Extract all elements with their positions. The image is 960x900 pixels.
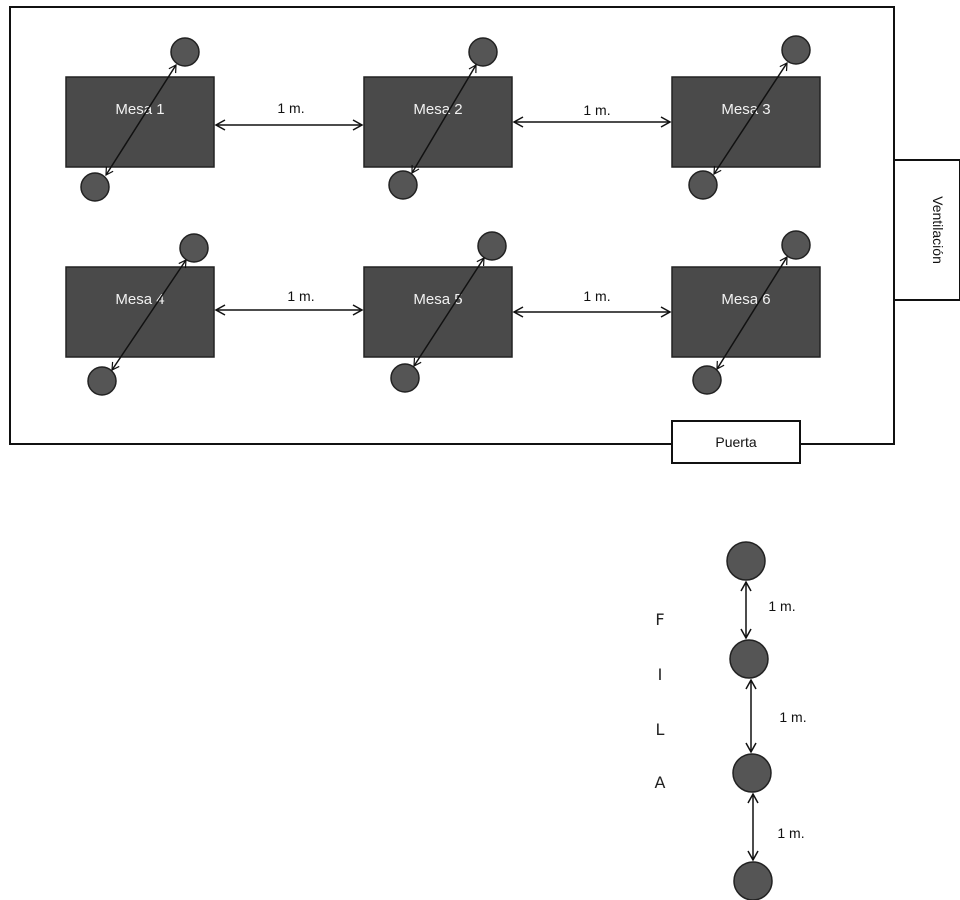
queue-distance-label: 1 m. (768, 598, 795, 614)
queue-letter: I (657, 665, 663, 684)
queue-distance-label: 1 m. (779, 709, 806, 725)
queue-letter: F (655, 610, 665, 629)
queue-distance-label: 1 m. (777, 825, 804, 841)
diagonal-distance-arrow (713, 61, 788, 176)
diagonal-distance-arrow (413, 256, 485, 368)
ventilation-label: Ventilación (930, 196, 946, 264)
table-label: Mesa 6 (721, 291, 770, 308)
diagonal-distance-arrow (105, 63, 177, 177)
person-circle (781, 230, 811, 260)
person-circle (688, 170, 718, 200)
table-distance-label: 1 m. (583, 102, 610, 118)
person-circle (692, 365, 722, 395)
table-label: Mesa 4 (115, 291, 164, 308)
person-circle (170, 37, 200, 67)
queue-person-circle (733, 861, 773, 900)
person-circle (179, 233, 209, 263)
person-circle (781, 35, 811, 65)
door-label: Puerta (715, 434, 756, 450)
table-label: Mesa 3 (721, 101, 770, 118)
person-circle (477, 231, 507, 261)
queue-person-circle (732, 753, 772, 793)
ventilation-box: Ventilación (893, 159, 960, 301)
queue-letter: L (655, 720, 665, 739)
table-distance-label: 1 m. (583, 288, 610, 304)
queue-person-circle (729, 639, 769, 679)
person-circle (80, 172, 110, 202)
table: Mesa 2 (363, 76, 513, 168)
table: Mesa 6 (671, 266, 821, 358)
queue-letter: A (654, 773, 666, 792)
table-label: Mesa 1 (115, 101, 164, 118)
table: Mesa 3 (671, 76, 821, 168)
table-label: Mesa 5 (413, 291, 462, 308)
door: Puerta (671, 420, 801, 464)
diagonal-distance-arrow (111, 258, 187, 372)
table: Mesa 4 (65, 266, 215, 358)
table-distance-label: 1 m. (287, 288, 314, 304)
person-circle (390, 363, 420, 393)
table-distance-label: 1 m. (277, 100, 304, 116)
person-circle (468, 37, 498, 67)
table: Mesa 5 (363, 266, 513, 358)
table-label: Mesa 2 (413, 101, 462, 118)
room-outline (9, 6, 895, 445)
diagonal-distance-arrow (716, 255, 788, 371)
person-circle (388, 170, 418, 200)
person-circle (87, 366, 117, 396)
queue-person-circle (726, 541, 766, 581)
diagonal-distance-arrow (411, 63, 477, 175)
